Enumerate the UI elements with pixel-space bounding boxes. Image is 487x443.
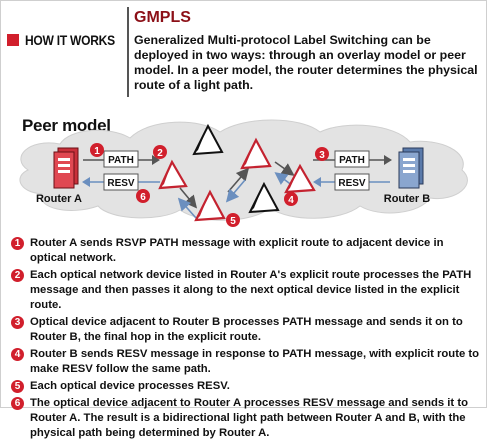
step-marker-1: 1 — [90, 143, 104, 157]
svg-text:3: 3 — [319, 150, 325, 161]
step-marker-2: 2 — [153, 145, 167, 159]
step-number-badge: 5 — [11, 380, 24, 393]
router-b-icon — [398, 147, 424, 189]
resv-label-right: RESV — [338, 178, 366, 189]
resv-label-left: RESV — [107, 178, 135, 189]
step-text: Router A sends RSVP PATH message with ex… — [30, 237, 444, 264]
intro-text: Generalized Multi-protocol Label Switchi… — [134, 33, 478, 92]
idle-optical-device-icon — [192, 123, 224, 156]
router-b-label: Router B — [384, 193, 431, 205]
step-item: 5 Each optical device processes RESV. — [11, 379, 481, 394]
step-text: Optical device adjacent to Router B proc… — [30, 316, 463, 343]
path-message-right: PATH — [313, 150, 392, 168]
svg-text:4: 4 — [288, 195, 294, 206]
step-number-badge: 6 — [11, 397, 24, 410]
red-square-icon — [7, 34, 19, 46]
step-marker-6: 6 — [136, 189, 150, 203]
step-item: 3 Optical device adjacent to Router B pr… — [11, 315, 481, 345]
idle-optical-device-icon — [248, 181, 280, 214]
router-a-label: Router A — [36, 193, 82, 205]
step-number-badge: 3 — [11, 316, 24, 329]
step-item: 4 Router B sends RESV message in respons… — [11, 347, 481, 377]
step-text: Router B sends RESV message in response … — [30, 348, 480, 375]
svg-text:2: 2 — [157, 148, 163, 159]
step-text: Each optical network device listed in Ro… — [30, 269, 472, 311]
divider-line — [127, 7, 129, 97]
path-arrows — [179, 161, 295, 209]
step-number-badge: 1 — [11, 237, 24, 250]
path-label-left: PATH — [108, 155, 134, 166]
peer-model-diagram: PATH RESV PATH RESV Router A Router B — [19, 119, 468, 227]
figure-title: GMPLS — [134, 9, 191, 26]
path-message-left: PATH — [83, 150, 160, 168]
optical-device-icon — [284, 163, 316, 194]
svg-text:1: 1 — [94, 146, 100, 157]
svg-text:6: 6 — [140, 192, 146, 203]
step-item: 6 The optical device adjacent to Router … — [11, 396, 481, 441]
step-marker-3: 3 — [315, 147, 329, 161]
how-it-works-label: HOW IT WORKS — [7, 30, 130, 50]
steps-list: 1 Router A sends RSVP PATH message with … — [11, 236, 481, 443]
step-number-badge: 2 — [11, 269, 24, 282]
how-it-works-text: HOW IT WORKS — [25, 32, 115, 48]
optical-device-icon — [194, 189, 226, 222]
step-marker-5: 5 — [226, 213, 240, 227]
step-item: 1 Router A sends RSVP PATH message with … — [11, 236, 481, 266]
step-item: 2 Each optical network device listed in … — [11, 268, 481, 313]
path-label-right: PATH — [339, 155, 365, 166]
optical-device-icon — [240, 137, 272, 170]
step-number-badge: 4 — [11, 348, 24, 361]
resv-message-left: RESV — [82, 173, 160, 191]
svg-text:5: 5 — [230, 216, 236, 227]
resv-message-right: RESV — [313, 173, 390, 191]
step-marker-4: 4 — [284, 192, 298, 206]
optical-device-icon — [158, 159, 188, 190]
step-text: Each optical device processes RESV. — [30, 380, 230, 392]
step-text: The optical device adjacent to Router A … — [30, 397, 468, 439]
router-a-icon — [53, 147, 79, 189]
